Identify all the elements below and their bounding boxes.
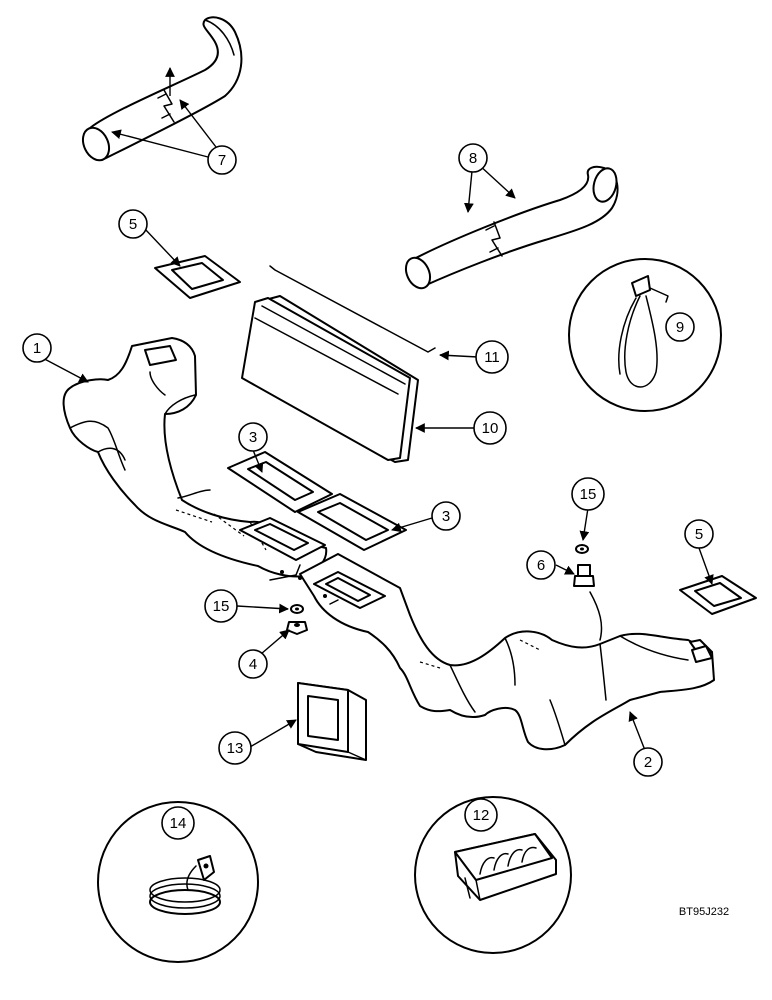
callout-13: 13 xyxy=(218,731,252,765)
callout-15-right-label: 15 xyxy=(580,486,597,503)
callout-3-upper: 3 xyxy=(238,422,268,452)
detail-circle-12 xyxy=(414,796,572,954)
gasket-part-5-right xyxy=(679,575,757,615)
callout-2-label: 2 xyxy=(644,754,652,771)
callout-8: 8 xyxy=(458,143,488,173)
callout-13-label: 13 xyxy=(227,740,244,757)
filter-part-10 xyxy=(241,295,419,463)
callout-3-lower-label: 3 xyxy=(442,508,450,525)
gasket-part-3-lower xyxy=(297,493,407,551)
callout-3-lower: 3 xyxy=(431,501,461,531)
callout-6-label: 6 xyxy=(537,557,545,574)
callout-1: 1 xyxy=(22,333,52,363)
detail-circle-14 xyxy=(97,801,259,963)
tube-part-8 xyxy=(404,165,619,290)
callout-12-label: 12 xyxy=(473,807,490,824)
callout-4-label: 4 xyxy=(249,656,257,673)
drawing-code: BT95J232 xyxy=(679,906,729,918)
grille-part-13 xyxy=(297,682,367,761)
callout-2: 2 xyxy=(633,747,663,777)
callout-10: 10 xyxy=(473,411,507,445)
callout-6: 6 xyxy=(526,550,556,580)
callout-1-label: 1 xyxy=(33,340,41,357)
duct-part-1 xyxy=(62,337,328,581)
callout-9: 9 xyxy=(665,312,695,342)
callout-10-label: 10 xyxy=(482,420,499,437)
callout-15-right: 15 xyxy=(571,477,605,511)
callout-4: 4 xyxy=(238,649,268,679)
callout-12: 12 xyxy=(464,798,498,832)
callout-14-label: 14 xyxy=(170,815,187,832)
callout-11: 11 xyxy=(475,340,509,374)
callout-5-left-label: 5 xyxy=(129,216,137,233)
callout-5-left: 5 xyxy=(118,209,148,239)
callout-14: 14 xyxy=(161,806,195,840)
callout-15-left-label: 15 xyxy=(213,598,230,615)
detail-circle-9 xyxy=(568,258,722,412)
washer-part-15-left xyxy=(290,604,304,614)
callout-7: 7 xyxy=(207,145,237,175)
callout-15-left: 15 xyxy=(204,589,238,623)
washer-part-15-right xyxy=(575,544,589,554)
nut-part-4 xyxy=(286,621,308,635)
bolt-part-6 xyxy=(573,564,603,641)
tube-part-7 xyxy=(81,16,243,162)
gasket-part-5-left xyxy=(154,255,241,299)
duct-part-2 xyxy=(299,553,715,751)
callout-7-label: 7 xyxy=(218,152,226,169)
callout-5-right: 5 xyxy=(684,519,714,549)
gasket-part-3-upper xyxy=(227,451,333,513)
callout-8-label: 8 xyxy=(469,150,477,167)
wire-part-11 xyxy=(269,265,436,353)
callout-11-label: 11 xyxy=(484,349,500,366)
callout-3-upper-label: 3 xyxy=(249,429,257,446)
callout-5-right-label: 5 xyxy=(695,526,703,543)
callout-9-label: 9 xyxy=(676,319,684,336)
